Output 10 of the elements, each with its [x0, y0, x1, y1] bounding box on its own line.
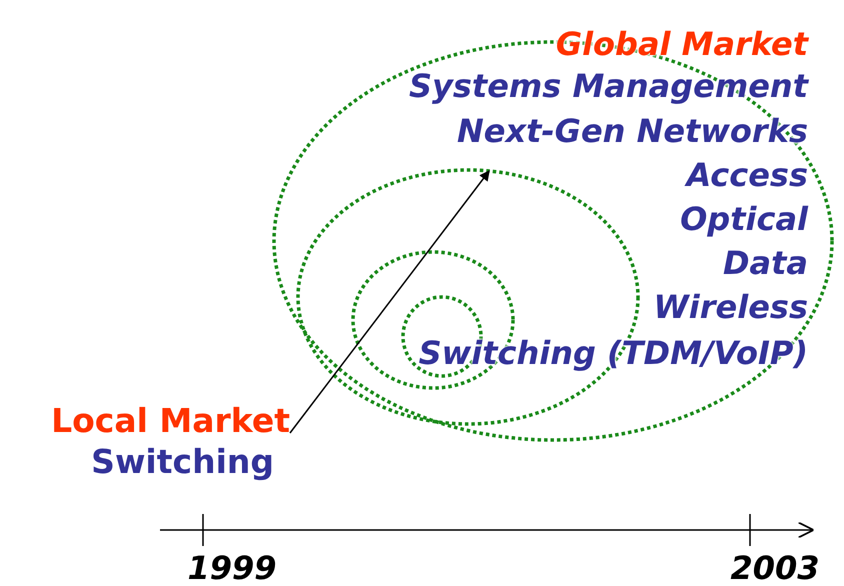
market-heading-text: Global Market: [556, 28, 808, 60]
market-detail-text: Switching: [90, 445, 274, 478]
year-label: 1999: [188, 552, 277, 584]
segment-text: Access: [686, 159, 808, 191]
market-heading-text: Local Market: [50, 404, 290, 437]
segment-text: Data: [722, 247, 808, 279]
year-label: 2003: [730, 552, 820, 584]
segment-text: Wireless: [653, 291, 808, 323]
arrow: [289, 170, 490, 434]
segment-text: Optical: [680, 203, 808, 235]
